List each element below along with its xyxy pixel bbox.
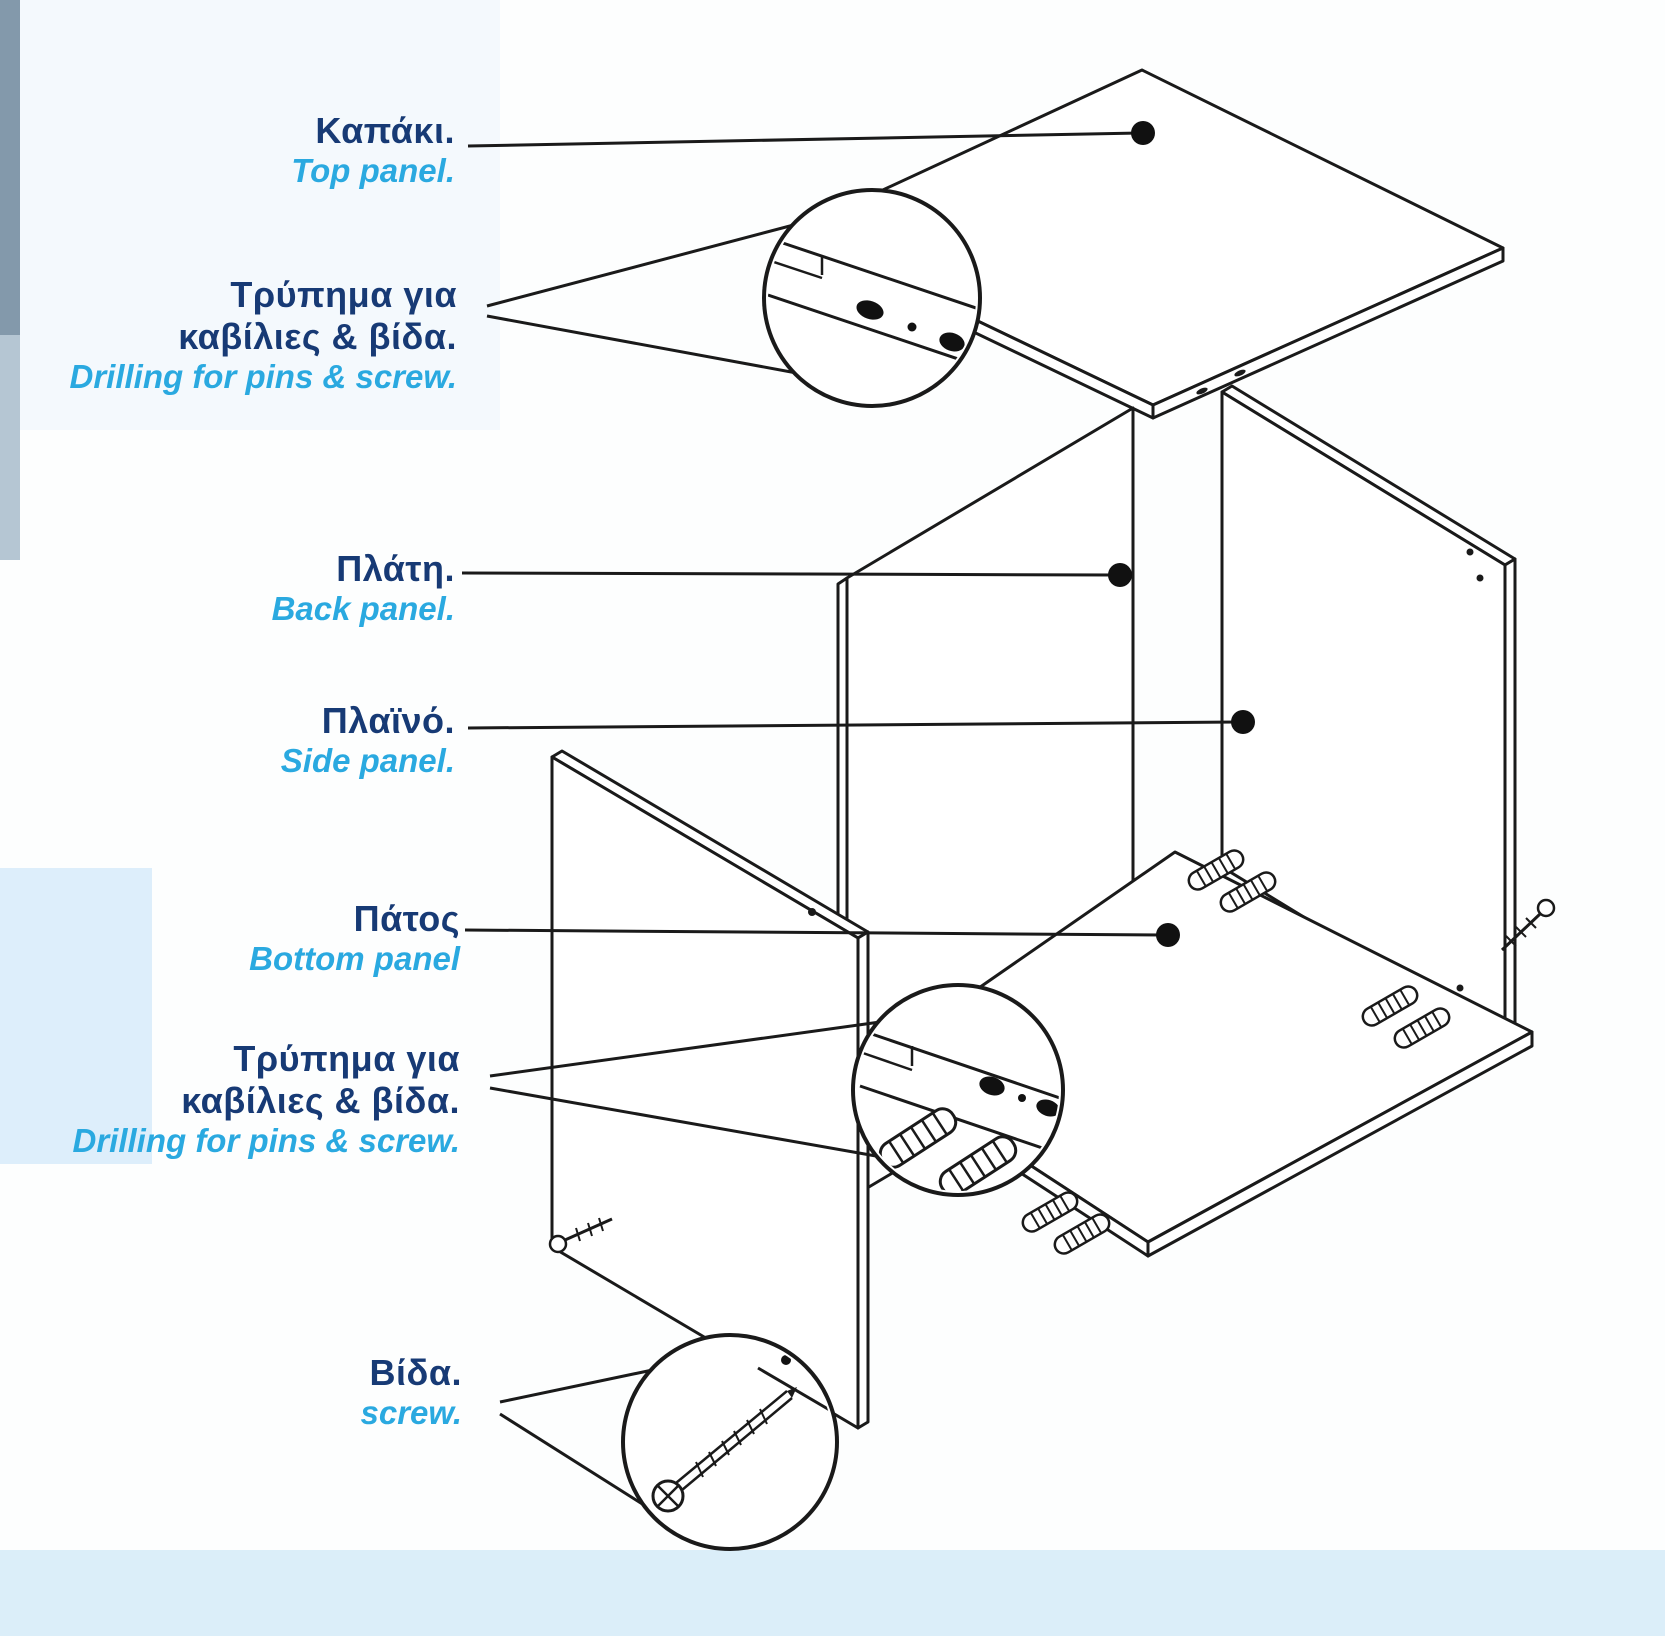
leader-lines [461,131,1239,1514]
label-bottom-panel-greek: Πάτος [353,898,460,939]
label-back-panel-english: Back panel. [271,590,455,628]
screw-right [1500,898,1556,952]
magnifier-screw [621,1333,839,1551]
label-screw: Βίδα. screw. [60,1352,462,1433]
callout-dots [1108,121,1255,947]
label-drilling-top-english: Drilling for pins & screw. [69,358,457,396]
label-drilling-bottom-english: Drilling for pins & screw. [72,1122,460,1160]
dot-back-panel [1108,563,1132,587]
label-top-panel: Καπάκι. Top panel. [60,110,455,191]
label-side-panel-greek: Πλαϊνό. [321,700,455,741]
side-panel-left [550,749,870,1430]
label-back-panel-greek: Πλάτη. [336,548,455,589]
label-side-panel: Πλαϊνό. Side panel. [60,700,455,781]
label-drilling-top: Τρύπημα για καβίλιες & βίδα. Drilling fo… [25,274,457,397]
side-panel-right [1220,384,1517,1042]
label-screw-greek: Βίδα. [369,1352,462,1393]
screw-left [548,1217,613,1254]
label-top-panel-greek: Καπάκι. [315,110,455,151]
label-bottom-panel: Πάτος Bottom panel [60,898,460,979]
dot-top-panel [1131,121,1155,145]
label-screw-english: screw. [360,1394,462,1432]
label-drilling-top-greek-2: καβίλιες & βίδα. [178,316,457,358]
label-drilling-top-greek-1: Τρύπημα για [230,274,457,315]
magnifier-drilling-bottom [851,983,1065,1197]
label-back-panel: Πλάτη. Back panel. [60,548,455,629]
label-drilling-bottom-greek-1: Τρύπημα για [233,1038,460,1079]
label-drilling-bottom: Τρύπημα για καβίλιες & βίδα. Drilling fo… [28,1038,460,1161]
dot-side-panel [1231,710,1255,734]
dot-bottom-panel [1156,923,1180,947]
magnifier-drilling-top [762,188,982,408]
label-side-panel-english: Side panel. [280,742,455,780]
label-bottom-panel-english: Bottom panel [249,940,460,978]
label-drilling-bottom-greek-2: καβίλιες & βίδα. [181,1080,460,1122]
label-top-panel-english: Top panel. [291,152,455,190]
